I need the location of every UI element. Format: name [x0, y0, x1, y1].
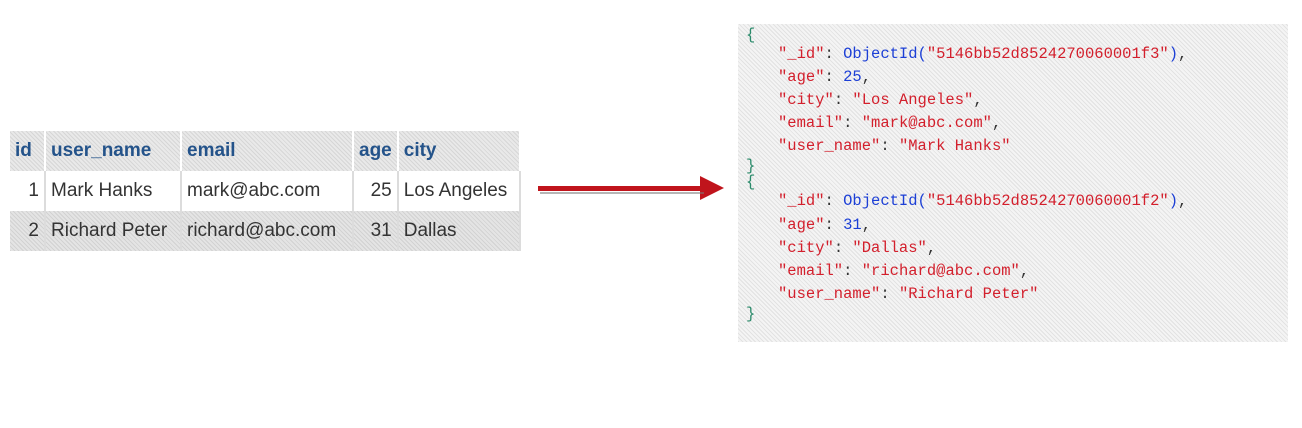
- json-number: 31: [843, 215, 862, 234]
- cell-id: 2: [10, 211, 46, 251]
- cell-age: 31: [354, 211, 399, 251]
- json-key: "user_name": [778, 137, 881, 156]
- arrow-right-icon: [538, 176, 724, 200]
- table-row: 2 Richard Peter richard@abc.com 31 Dalla…: [10, 211, 521, 251]
- cell-city: Dallas: [398, 211, 521, 251]
- json-field-city: "city": "Los Angeles",: [778, 91, 983, 110]
- json-field-email: "email": "mark@abc.com",: [778, 114, 1002, 133]
- json-field-id: "_id": ObjectId("5146bb52d8524270060001f…: [778, 45, 1188, 63]
- json-function-close: ): [1168, 45, 1178, 63]
- json-field-user-name: "user_name": "Richard Peter": [778, 284, 1039, 303]
- json-number: 25: [843, 68, 862, 87]
- json-key: "_id": [778, 192, 825, 211]
- arrow-shadow: [540, 192, 704, 194]
- column-header-city[interactable]: city: [398, 131, 521, 171]
- arrow-shaft: [538, 186, 704, 191]
- json-key: "age": [778, 215, 825, 234]
- json-key: "city": [778, 238, 834, 257]
- json-function-close: ): [1168, 192, 1178, 211]
- json-string: "Richard Peter": [898, 284, 1039, 303]
- json-close-brace: }: [746, 157, 756, 176]
- json-key: "email": [778, 114, 844, 133]
- column-header-id[interactable]: id: [10, 131, 46, 171]
- table-header-row: id user_name email age city: [10, 131, 521, 171]
- json-key: "_id": [778, 45, 825, 63]
- json-code-panel: { "_id": ObjectId("5146bb52d852427006000…: [738, 24, 1288, 342]
- json-key: "age": [778, 68, 825, 87]
- table-row: 1 Mark Hanks mark@abc.com 25 Los Angeles: [10, 171, 521, 211]
- json-open-brace: {: [746, 173, 756, 192]
- json-open-brace: {: [746, 26, 756, 44]
- cell-email: richard@abc.com: [182, 211, 354, 251]
- json-field-age: "age": 31,: [778, 215, 872, 234]
- json-close-brace: }: [746, 304, 756, 323]
- column-header-age[interactable]: age: [354, 131, 399, 171]
- json-string: "Dallas": [852, 238, 927, 257]
- json-field-age: "age": 25,: [778, 68, 872, 87]
- column-header-email[interactable]: email: [182, 131, 354, 171]
- cell-email: mark@abc.com: [182, 171, 354, 211]
- json-string: "Los Angeles": [852, 91, 974, 110]
- cell-id: 1: [10, 171, 46, 211]
- json-string: "mark@abc.com": [861, 114, 992, 133]
- cell-user-name: Richard Peter: [46, 211, 182, 251]
- column-header-user-name[interactable]: user_name: [46, 131, 182, 171]
- cell-city: Los Angeles: [398, 171, 521, 211]
- json-field-id: "_id": ObjectId("5146bb52d8524270060001f…: [778, 192, 1188, 211]
- arrow-head: [700, 176, 724, 200]
- json-key: "email": [778, 261, 844, 280]
- json-field-user-name: "user_name": "Mark Hanks": [778, 137, 1011, 156]
- json-key: "user_name": [778, 284, 881, 303]
- json-field-email: "email": "richard@abc.com",: [778, 261, 1030, 280]
- cell-age: 25: [354, 171, 399, 211]
- sql-table: id user_name email age city 1 Mark Hanks…: [10, 131, 521, 251]
- cell-user-name: Mark Hanks: [46, 171, 182, 211]
- json-function: ObjectId(: [843, 192, 927, 211]
- json-string: "Mark Hanks": [898, 137, 1011, 156]
- json-key: "city": [778, 91, 834, 110]
- json-function: ObjectId(: [843, 45, 927, 63]
- json-string: "5146bb52d8524270060001f3": [926, 45, 1169, 63]
- json-string: "richard@abc.com": [861, 261, 1020, 280]
- json-field-city: "city": "Dallas",: [778, 238, 937, 257]
- json-string: "5146bb52d8524270060001f2": [926, 192, 1169, 211]
